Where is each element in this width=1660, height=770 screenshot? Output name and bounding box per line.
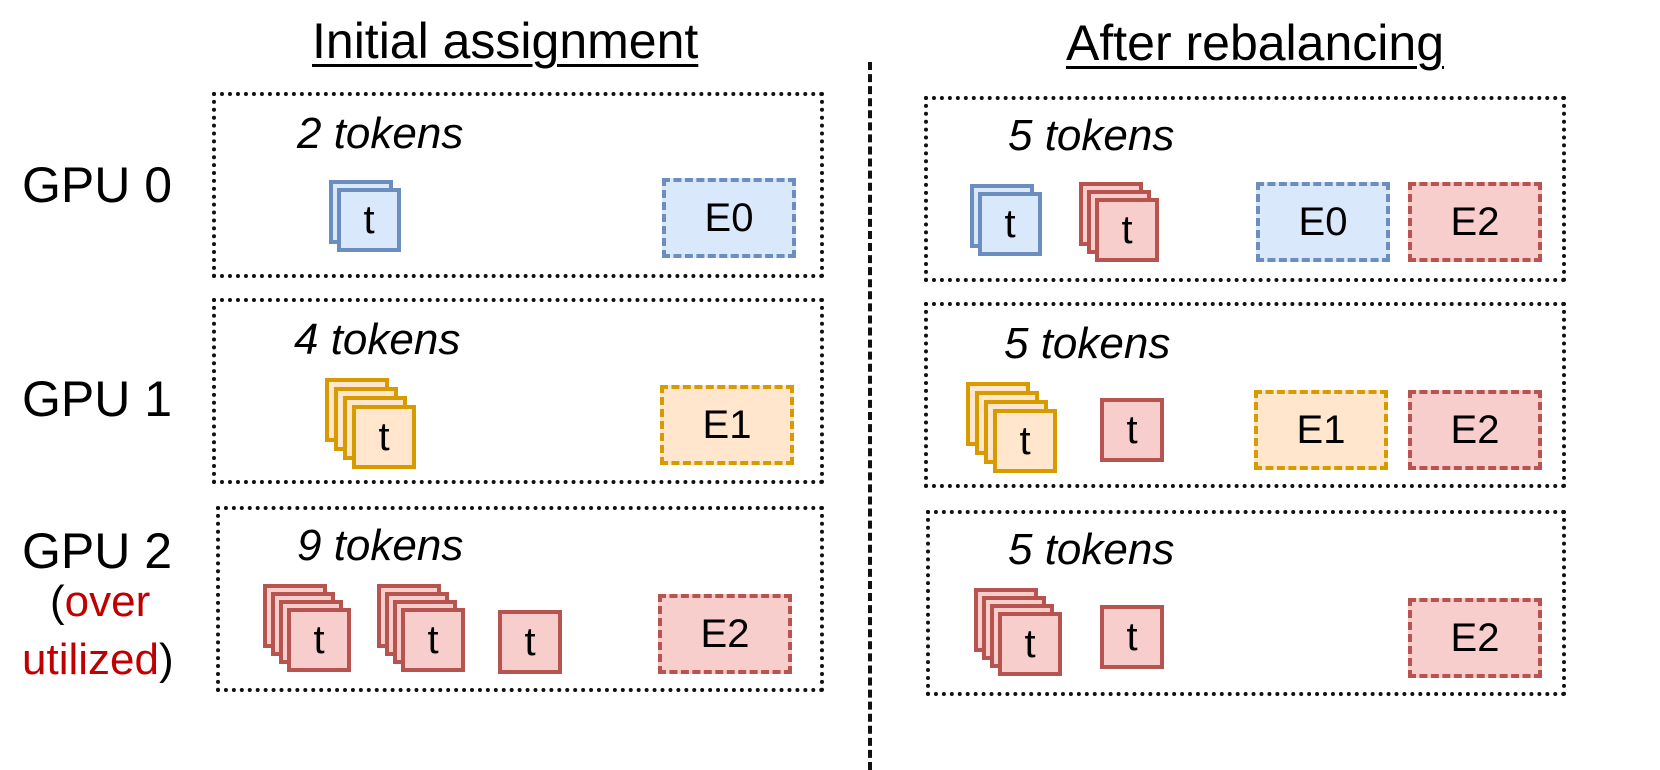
- token-card: t: [287, 608, 351, 672]
- initial-gpu2-token-count: 9 tokens: [297, 521, 464, 570]
- after-rebalancing-heading: After rebalancing: [1066, 15, 1445, 71]
- rebalanced-gpu2-token-count: 5 tokens: [1008, 525, 1175, 574]
- initial-gpu0-panel: [212, 92, 824, 278]
- token-card: t: [498, 610, 562, 674]
- overutilized-word-utilized: utilized: [22, 635, 159, 684]
- rebalanced-gpu1-panel: [924, 302, 1566, 488]
- token-card: t: [1100, 605, 1164, 669]
- initial-gpu1-token-count: 4 tokens: [294, 315, 461, 364]
- rebalanced-gpu0-token-count: 5 tokens: [1008, 111, 1175, 160]
- gpu2-note-line1: (over: [50, 577, 151, 626]
- expert-e1: E1: [660, 385, 794, 465]
- gpu0-label: GPU 0: [22, 157, 173, 213]
- gpu2-note-line2: utilized): [22, 635, 174, 684]
- rebalanced-gpu2-panel: [926, 510, 1566, 696]
- initial-gpu2-panel: [216, 506, 824, 692]
- expert-e1: E1: [1254, 390, 1388, 470]
- token-card: t: [352, 405, 416, 469]
- token-card: t: [337, 188, 401, 252]
- expert-e2: E2: [1408, 390, 1542, 470]
- expert-e2: E2: [658, 594, 792, 674]
- token-card: t: [978, 192, 1042, 256]
- token-card: t: [1095, 198, 1159, 262]
- rebalanced-gpu0-panel: [924, 96, 1566, 282]
- token-card: t: [998, 612, 1062, 676]
- section-divider: [868, 62, 872, 770]
- expert-e2: E2: [1408, 182, 1542, 262]
- initial-gpu0-token-count: 2 tokens: [297, 109, 464, 158]
- gpu1-label: GPU 1: [22, 371, 173, 427]
- token-card: t: [401, 608, 465, 672]
- expert-e0: E0: [662, 178, 796, 258]
- gpu2-label: GPU 2: [22, 523, 173, 579]
- expert-e0: E0: [1256, 182, 1390, 262]
- expert-e2: E2: [1408, 598, 1542, 678]
- initial-assignment-heading: Initial assignment: [312, 13, 699, 69]
- overutilized-word-over: over: [64, 577, 151, 626]
- token-card: t: [1100, 398, 1164, 462]
- token-card: t: [993, 409, 1057, 473]
- initial-gpu1-panel: [212, 298, 824, 484]
- rebalanced-gpu1-token-count: 5 tokens: [1004, 319, 1171, 368]
